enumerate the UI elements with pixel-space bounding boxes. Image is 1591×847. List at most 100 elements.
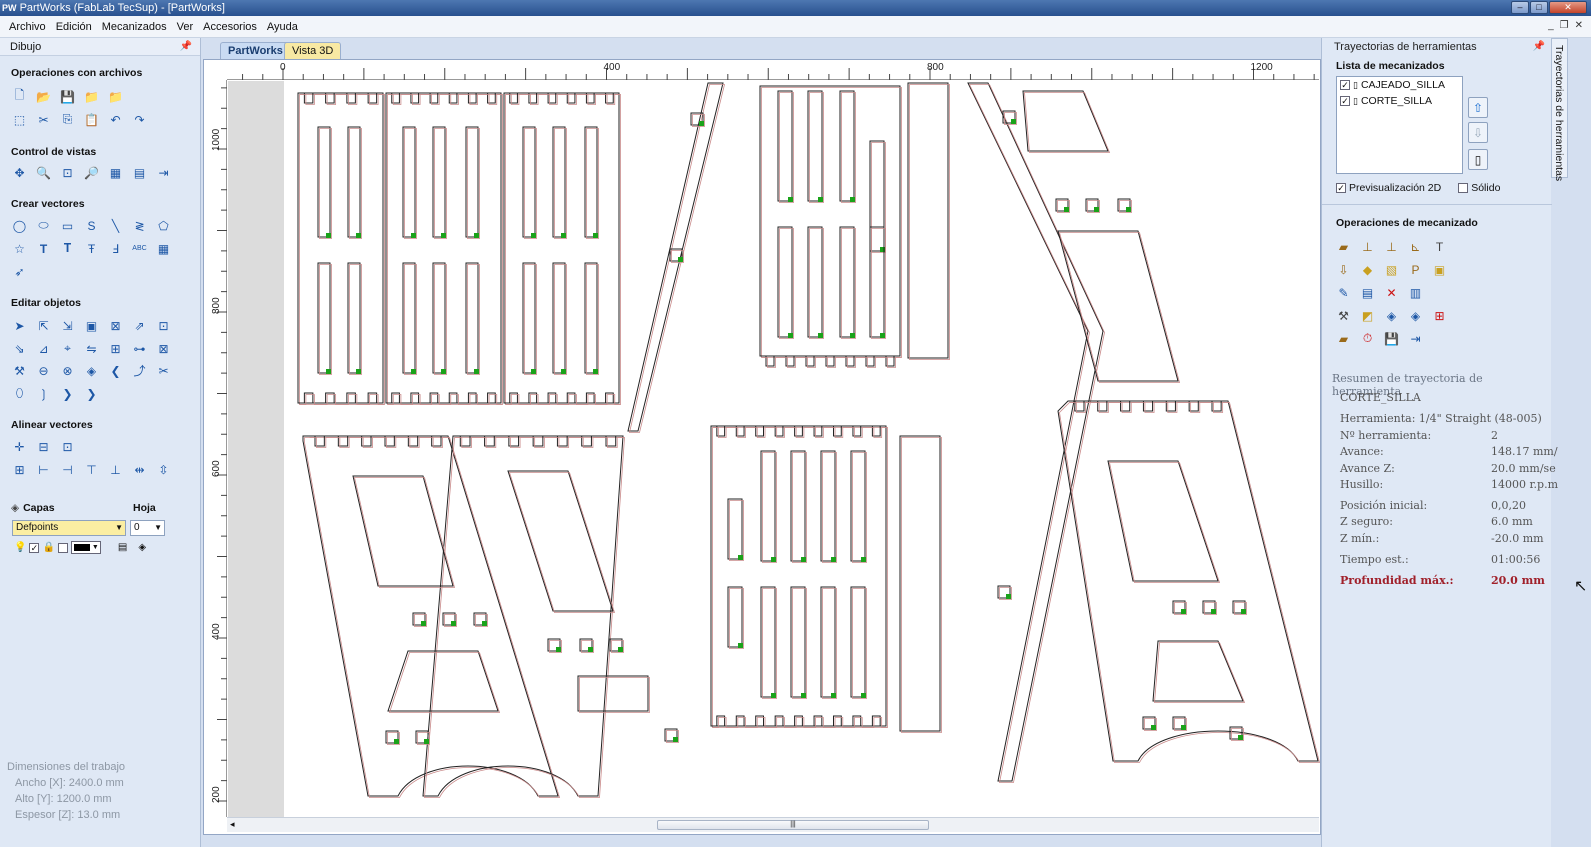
tab-3d-view[interactable]: Vista 3D: [284, 42, 342, 59]
table-icon[interactable]: ▦: [157, 241, 170, 256]
mdi-close-icon[interactable]: ✕: [1574, 20, 1583, 31]
export-icon[interactable]: ⇥: [1410, 331, 1421, 346]
menu-ayuda[interactable]: Ayuda: [266, 21, 298, 33]
slot-pocket[interactable]: [850, 450, 866, 562]
curve-icon[interactable]: S: [87, 218, 96, 233]
paste-icon[interactable]: 📋: [84, 112, 99, 127]
text-edit-icon[interactable]: Ⅎ: [112, 241, 119, 256]
bezier-icon[interactable]: ≷: [134, 218, 145, 233]
move-down-icon[interactable]: ⇩: [1468, 122, 1488, 143]
slot-pocket[interactable]: [727, 586, 743, 648]
vcarve-icon[interactable]: ⊾: [1410, 239, 1421, 254]
slot-pocket[interactable]: [807, 90, 823, 202]
layer-select[interactable]: Defpoints ▼: [12, 520, 126, 536]
leg-rail[interactable]: [627, 82, 724, 432]
align-v-center-icon[interactable]: ⊡: [62, 439, 73, 454]
finger-joint[interactable]: [1068, 400, 1228, 412]
rail-panel[interactable]: [899, 435, 941, 732]
slot-pocket[interactable]: [839, 90, 855, 202]
import-bitmap-icon[interactable]: 📁: [108, 89, 123, 104]
zoom-all-icon[interactable]: ⊡: [62, 165, 73, 180]
horizontal-scrollbar[interactable]: ◂ |||: [227, 817, 1319, 832]
toolpath-checkbox[interactable]: ✓: [1340, 96, 1350, 106]
slot-pocket[interactable]: [790, 450, 806, 562]
toolpath-checkbox[interactable]: ✓: [1340, 80, 1350, 90]
mdi-minimize-icon[interactable]: _: [1548, 20, 1554, 31]
list-item[interactable]: ✓▯CORTE_SILLA: [1337, 93, 1462, 109]
align-h-center-icon[interactable]: ⊟: [38, 439, 49, 454]
handle-cutout[interactable]: [577, 675, 649, 712]
select-icon[interactable]: ➤: [14, 318, 25, 333]
ellipse-icon[interactable]: ⬭: [38, 218, 49, 232]
handle-cutout[interactable]: [352, 475, 454, 587]
finger-joint[interactable]: [308, 435, 448, 447]
group-icon[interactable]: ▣: [85, 318, 98, 333]
pin-icon[interactable]: 📌: [179, 41, 192, 52]
handle-cutout[interactable]: [387, 650, 499, 712]
center-icon[interactable]: ⌖: [64, 341, 71, 355]
align-left-icon[interactable]: ⊢: [38, 462, 49, 477]
tee-icon[interactable]: ❯: [86, 386, 97, 401]
import-icon[interactable]: 📁: [84, 89, 99, 104]
layer-properties-icon[interactable]: ▤: [117, 542, 128, 553]
tab-tool-icon[interactable]: ⊞: [1434, 308, 1445, 323]
texture-icon[interactable]: ▧: [1385, 262, 1398, 277]
engrave-icon[interactable]: T: [1435, 239, 1444, 254]
menu-edicion[interactable]: Edición: [55, 21, 92, 33]
toolpath-list-icon[interactable]: ▯: [1468, 149, 1488, 170]
split-view-icon[interactable]: ▤: [133, 165, 146, 180]
close-vector-icon[interactable]: ❳: [38, 386, 49, 401]
handle-cutout[interactable]: [1107, 460, 1219, 582]
offset-icon[interactable]: ◈: [86, 363, 97, 378]
merge-icon[interactable]: ◈: [1410, 308, 1421, 323]
align-right-icon[interactable]: ⊣: [62, 462, 73, 477]
ungroup-icon[interactable]: ⊠: [110, 318, 121, 333]
slot-pocket[interactable]: [777, 226, 793, 338]
dimension-icon[interactable]: ➶: [14, 264, 25, 279]
open-file-icon[interactable]: 📂: [36, 89, 51, 104]
inlay-icon[interactable]: ◆: [1362, 262, 1373, 277]
dogbone-icon[interactable]: ❯: [62, 386, 73, 401]
preview-toolpath-icon[interactable]: ▰: [1338, 331, 1349, 346]
slot-pocket[interactable]: [869, 140, 885, 252]
solid-checkbox[interactable]: [1458, 183, 1469, 193]
leg-rail[interactable]: [967, 82, 1104, 782]
cut-icon[interactable]: ✂: [38, 112, 49, 127]
subtract-icon[interactable]: ⊖: [38, 363, 49, 378]
measure-icon[interactable]: ⇗: [134, 318, 145, 333]
pan-icon[interactable]: ✥: [14, 165, 25, 180]
finger-joint[interactable]: [386, 92, 501, 104]
handle-cutout[interactable]: [1022, 90, 1109, 152]
a-frame-left[interactable]: [302, 435, 559, 797]
menu-accesorios[interactable]: Accesorios: [203, 21, 257, 33]
slot-pocket[interactable]: [850, 586, 866, 698]
seat-panel[interactable]: [759, 85, 901, 357]
maximize-button[interactable]: □: [1530, 1, 1548, 14]
finger-joint[interactable]: [711, 425, 886, 437]
text-box-icon[interactable]: 𝐓: [63, 241, 72, 255]
slot-pocket[interactable]: [869, 226, 885, 338]
finger-joint[interactable]: [711, 715, 886, 727]
save-toolpath-icon[interactable]: 💾: [1384, 331, 1399, 346]
line-icon[interactable]: ╲: [111, 218, 120, 233]
align-bottom-icon[interactable]: ⊥: [110, 462, 121, 477]
polygon-icon[interactable]: ⬠: [158, 218, 169, 233]
a-frame-middle[interactable]: [422, 435, 624, 797]
auto-text-icon[interactable]: ABC: [132, 245, 147, 252]
finger-joint[interactable]: [386, 392, 501, 404]
exit-view-icon[interactable]: ⇥: [158, 165, 169, 180]
finger-joint[interactable]: [298, 92, 383, 104]
redo-icon[interactable]: ↷: [134, 112, 145, 127]
layer-lock-checkbox[interactable]: [57, 542, 68, 553]
drill-icon[interactable]: ⊥: [1386, 239, 1397, 254]
undo-icon[interactable]: ↶: [110, 112, 121, 127]
align-page-icon[interactable]: ⊞: [14, 462, 25, 477]
save-icon[interactable]: 💾: [60, 89, 75, 104]
move-icon[interactable]: ⇘: [14, 341, 25, 356]
menu-ver[interactable]: Ver: [176, 21, 194, 33]
space-v-icon[interactable]: ⇳: [158, 462, 169, 477]
finger-joint[interactable]: [504, 392, 619, 404]
size-icon[interactable]: ⊿: [38, 341, 49, 356]
mirror-icon[interactable]: ⇋: [86, 341, 97, 356]
menu-archivo[interactable]: Archivo: [9, 21, 46, 33]
